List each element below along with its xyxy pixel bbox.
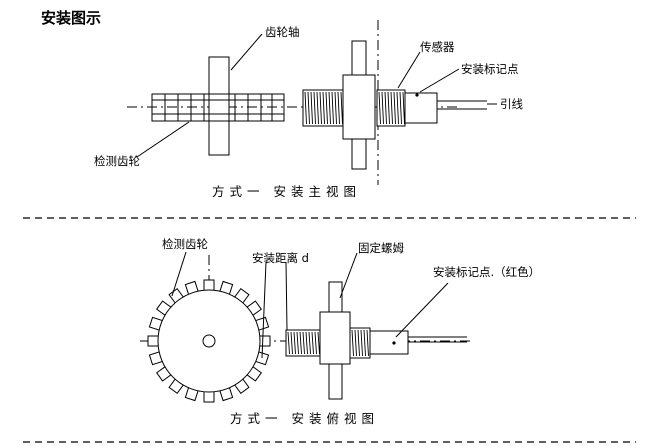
- caption-top-view: 方式一 安装俯视图: [230, 411, 379, 426]
- leader-lock-nut: [339, 252, 358, 299]
- front-view: 齿轮轴 传感器 安装标记点 引线 检测齿轮 方式一 安装主视图: [94, 20, 523, 199]
- lock-nut: [319, 311, 351, 365]
- distance-d-line-right: [285, 261, 288, 331]
- label-detect-gear: 检测齿轮: [94, 154, 140, 168]
- leader-detect-gear: [171, 251, 187, 297]
- leader-gear-shaft: [230, 33, 263, 71]
- top-view: 检测齿轮 安装距离 d 固定螺姆 安装标记点.（红色） 方式一 安装俯视图: [140, 237, 540, 426]
- leader-detect-gear: [136, 121, 190, 158]
- label-sensor: 传感器: [420, 40, 455, 54]
- label-mount-distance: 安装距离 d: [252, 251, 309, 265]
- sensor-cap: [404, 92, 438, 124]
- mount-mark-dot: [392, 341, 396, 345]
- label-lock-nut: 固定螺姆: [358, 241, 404, 255]
- label-gear-shaft: 齿轮轴: [265, 25, 300, 39]
- leader-sensor: [397, 51, 421, 89]
- mount-mark-dot: [415, 93, 419, 97]
- sensor-nut: [342, 74, 376, 140]
- sensor-thread-pattern: [351, 329, 369, 357]
- label-detect-gear: 检测齿轮: [162, 237, 208, 251]
- gear-segments: [164, 94, 273, 121]
- label-mount-mark: 安装标记点: [461, 62, 519, 76]
- sensor-cap: [369, 330, 409, 355]
- leader-mount-mark: [419, 68, 460, 93]
- label-mount-mark: 安装标记点.（红色）: [433, 265, 540, 279]
- distance-d-line-left: [261, 261, 267, 359]
- gear-hub: [202, 334, 216, 348]
- caption-front-view: 方式一 安装主视图: [212, 184, 361, 199]
- page-title: 安装图示: [41, 9, 101, 27]
- gear-shaft-lower: [208, 120, 230, 156]
- label-lead-wire: 引线: [500, 97, 523, 111]
- gear-shaft-upper: [208, 56, 230, 95]
- sensor-thread-pattern: [304, 91, 343, 125]
- leader-mount-mark: [395, 282, 449, 338]
- sensor-thread-pattern: [378, 91, 405, 125]
- sensor-thread-pattern: [287, 331, 320, 355]
